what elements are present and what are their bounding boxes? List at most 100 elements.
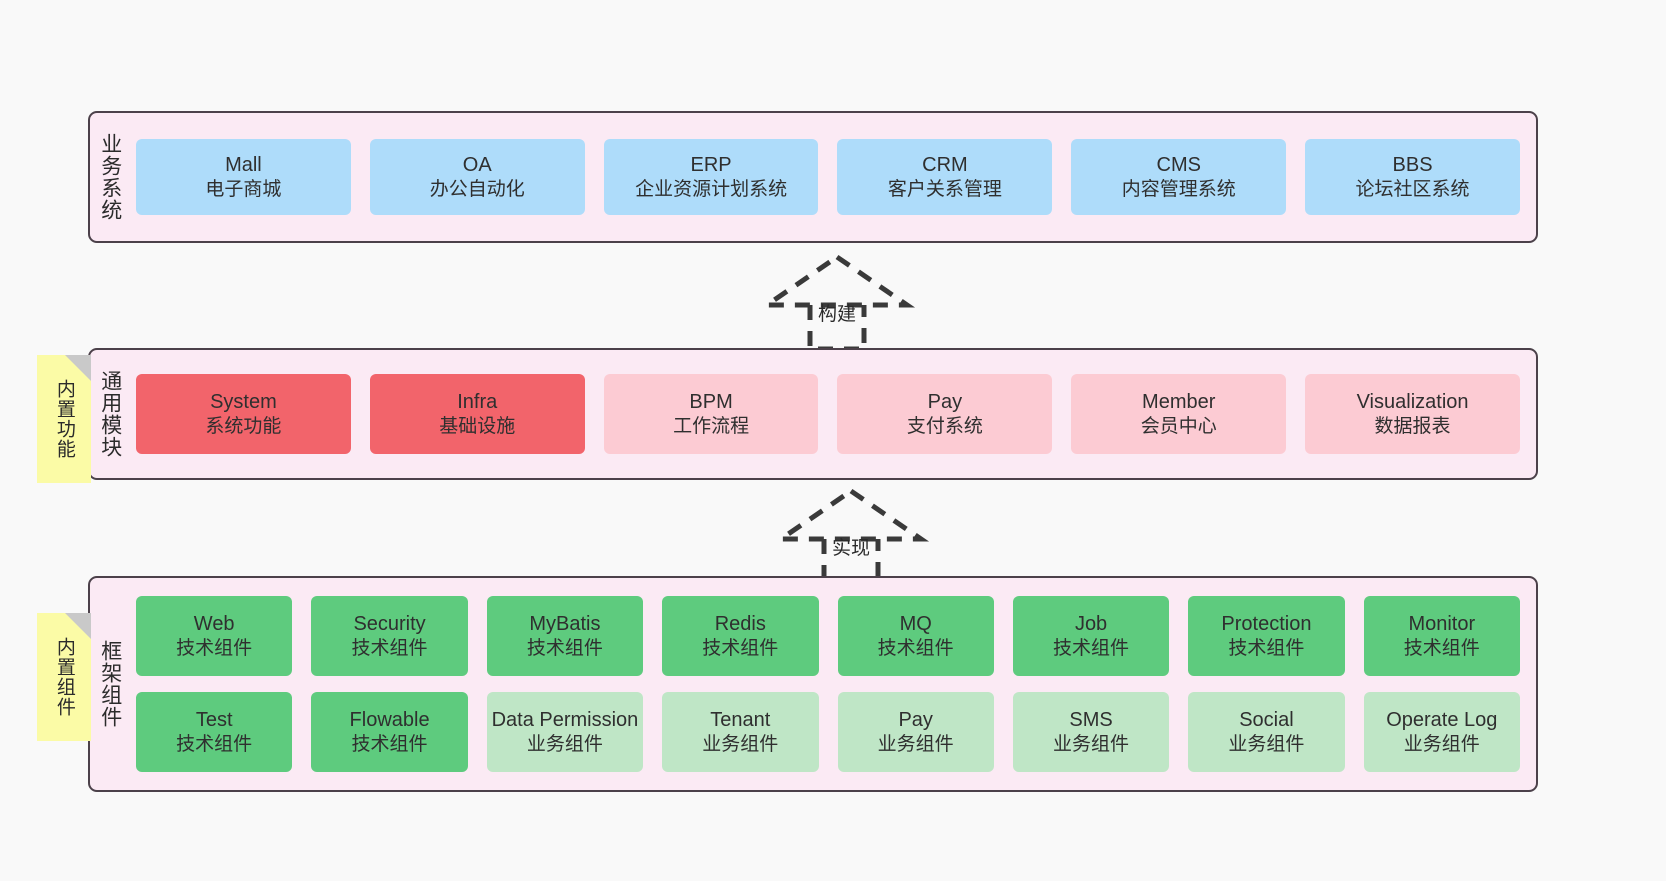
node-title: MyBatis <box>529 613 601 636</box>
node-infra[interactable]: Infra 基础设施 <box>369 374 585 454</box>
layer-title-framework-component: 框架组件 <box>98 640 122 728</box>
node-title: Pay <box>898 709 933 732</box>
node-title: BPM <box>689 391 733 414</box>
node-member[interactable]: Member 会员中心 <box>1071 374 1287 454</box>
arrow-label-build: 构建 <box>817 304 857 325</box>
node-monitor[interactable]: Monitor 技术组件 <box>1363 596 1520 676</box>
layer-title-business-system: 业务系统 <box>98 133 122 221</box>
node-subtitle: 技术组件 <box>176 733 253 755</box>
node-title: Visualization <box>1356 391 1469 414</box>
node-subtitle: 业务组件 <box>526 733 603 755</box>
node-subtitle: 技术组件 <box>351 637 428 659</box>
node-title: BBS <box>1392 154 1433 177</box>
node-title: Member <box>1142 391 1216 414</box>
node-title: OA <box>462 154 492 177</box>
node-subtitle: 技术组件 <box>1228 637 1305 659</box>
node-subtitle: 支付系统 <box>906 415 983 437</box>
node-title: Job <box>1074 613 1108 636</box>
generalization-arrow-build: 构建 <box>757 253 917 352</box>
node-title: Pay <box>927 391 963 414</box>
node-erp[interactable]: ERP 企业资源计划系统 <box>603 139 819 215</box>
node-oa[interactable]: OA 办公自动化 <box>369 139 585 215</box>
sticky-note-label: 内置功能 <box>53 379 75 459</box>
node-web[interactable]: Web 技术组件 <box>136 596 293 676</box>
node-subtitle: 技术组件 <box>1403 637 1480 659</box>
node-title: Infra <box>457 391 498 414</box>
node-title: Operate Log <box>1386 709 1498 732</box>
node-pay[interactable]: Pay 支付系统 <box>837 374 1053 454</box>
node-subtitle: 客户关系管理 <box>887 178 1002 200</box>
node-mq[interactable]: MQ 技术组件 <box>837 596 994 676</box>
node-title: System <box>210 391 277 414</box>
node-title: Flowable <box>349 709 430 732</box>
sticky-note-built-in-function: 内置功能 <box>37 355 91 483</box>
node-title: Monitor <box>1408 613 1476 636</box>
node-subtitle: 业务组件 <box>1228 733 1305 755</box>
node-subtitle: 业务组件 <box>702 733 779 755</box>
node-pay-business[interactable]: Pay 业务组件 <box>837 692 994 772</box>
node-security[interactable]: Security 技术组件 <box>311 596 468 676</box>
node-bpm[interactable]: BPM 工作流程 <box>603 374 819 454</box>
node-subtitle: 工作流程 <box>673 415 750 437</box>
node-title: Mall <box>225 154 262 177</box>
node-title: Web <box>193 613 235 636</box>
sticky-note-built-in-component: 内置组件 <box>37 613 91 741</box>
node-subtitle: 业务组件 <box>877 733 954 755</box>
node-subtitle: 技术组件 <box>176 637 253 659</box>
layer-title-common-module: 通用模块 <box>98 370 122 458</box>
node-mybatis[interactable]: MyBatis 技术组件 <box>486 596 644 676</box>
node-subtitle: 技术组件 <box>351 733 428 755</box>
node-data-permission[interactable]: Data Permission 业务组件 <box>486 692 644 772</box>
node-row: Mall 电子商城 OA 办公自动化 ERP 企业资源计划系统 CRM 客户关系… <box>136 139 1520 215</box>
node-row: System 系统功能 Infra 基础设施 BPM 工作流程 Pay 支付系统… <box>136 374 1520 454</box>
node-row: Web 技术组件 Security 技术组件 MyBatis 技术组件 Redi… <box>136 596 1520 676</box>
node-protection[interactable]: Protection 技术组件 <box>1188 596 1345 676</box>
node-flowable[interactable]: Flowable 技术组件 <box>311 692 468 772</box>
node-subtitle: 会员中心 <box>1140 415 1217 437</box>
node-cms[interactable]: CMS 内容管理系统 <box>1071 139 1287 215</box>
node-test[interactable]: Test 技术组件 <box>136 692 293 772</box>
node-title: Security <box>353 613 426 636</box>
node-system[interactable]: System 系统功能 <box>136 374 351 454</box>
node-title: Redis <box>714 613 766 636</box>
node-subtitle: 技术组件 <box>1053 637 1130 659</box>
node-subtitle: 论坛社区系统 <box>1355 178 1470 200</box>
layer-body-framework-component: Web 技术组件 Security 技术组件 MyBatis 技术组件 Redi… <box>130 578 1536 790</box>
node-subtitle: 企业资源计划系统 <box>635 178 788 200</box>
node-bbs[interactable]: BBS 论坛社区系统 <box>1305 139 1520 215</box>
node-subtitle: 内容管理系统 <box>1121 178 1236 200</box>
node-job[interactable]: Job 技术组件 <box>1012 596 1170 676</box>
node-row: Test 技术组件 Flowable 技术组件 Data Permission … <box>136 692 1520 772</box>
node-title: MQ <box>899 613 932 636</box>
node-title: Data Permission <box>491 709 639 732</box>
node-title: CRM <box>922 154 968 177</box>
node-redis[interactable]: Redis 技术组件 <box>662 596 819 676</box>
node-subtitle: 电子商城 <box>205 178 282 200</box>
node-subtitle: 业务组件 <box>1053 733 1130 755</box>
generalization-arrow-implement: 实现 <box>771 487 931 586</box>
node-title: SMS <box>1069 709 1113 732</box>
arrow-label-implement: 实现 <box>831 538 871 559</box>
node-operate-log[interactable]: Operate Log 业务组件 <box>1363 692 1520 772</box>
node-sms[interactable]: SMS 业务组件 <box>1012 692 1170 772</box>
node-subtitle: 技术组件 <box>877 637 954 659</box>
node-visualization[interactable]: Visualization 数据报表 <box>1305 374 1520 454</box>
sticky-note-label: 内置组件 <box>53 637 75 717</box>
node-subtitle: 业务组件 <box>1403 733 1480 755</box>
node-title: Tenant <box>710 709 771 732</box>
layer-framework-component: 框架组件 Web 技术组件 Security 技术组件 MyBatis 技术组件… <box>88 576 1538 792</box>
node-mall[interactable]: Mall 电子商城 <box>136 139 351 215</box>
node-social[interactable]: Social 业务组件 <box>1188 692 1345 772</box>
node-title: CMS <box>1156 154 1201 177</box>
node-subtitle: 技术组件 <box>702 637 779 659</box>
layer-body-common-module: System 系统功能 Infra 基础设施 BPM 工作流程 Pay 支付系统… <box>130 350 1536 478</box>
node-subtitle: 办公自动化 <box>429 178 525 200</box>
node-crm[interactable]: CRM 客户关系管理 <box>837 139 1053 215</box>
node-title: ERP <box>690 154 732 177</box>
node-subtitle: 系统功能 <box>205 415 282 437</box>
layer-business-system: 业务系统 Mall 电子商城 OA 办公自动化 ERP 企业资源计划系统 CRM… <box>88 111 1538 243</box>
node-subtitle: 基础设施 <box>439 415 516 437</box>
node-subtitle: 技术组件 <box>526 637 603 659</box>
node-tenant[interactable]: Tenant 业务组件 <box>662 692 819 772</box>
